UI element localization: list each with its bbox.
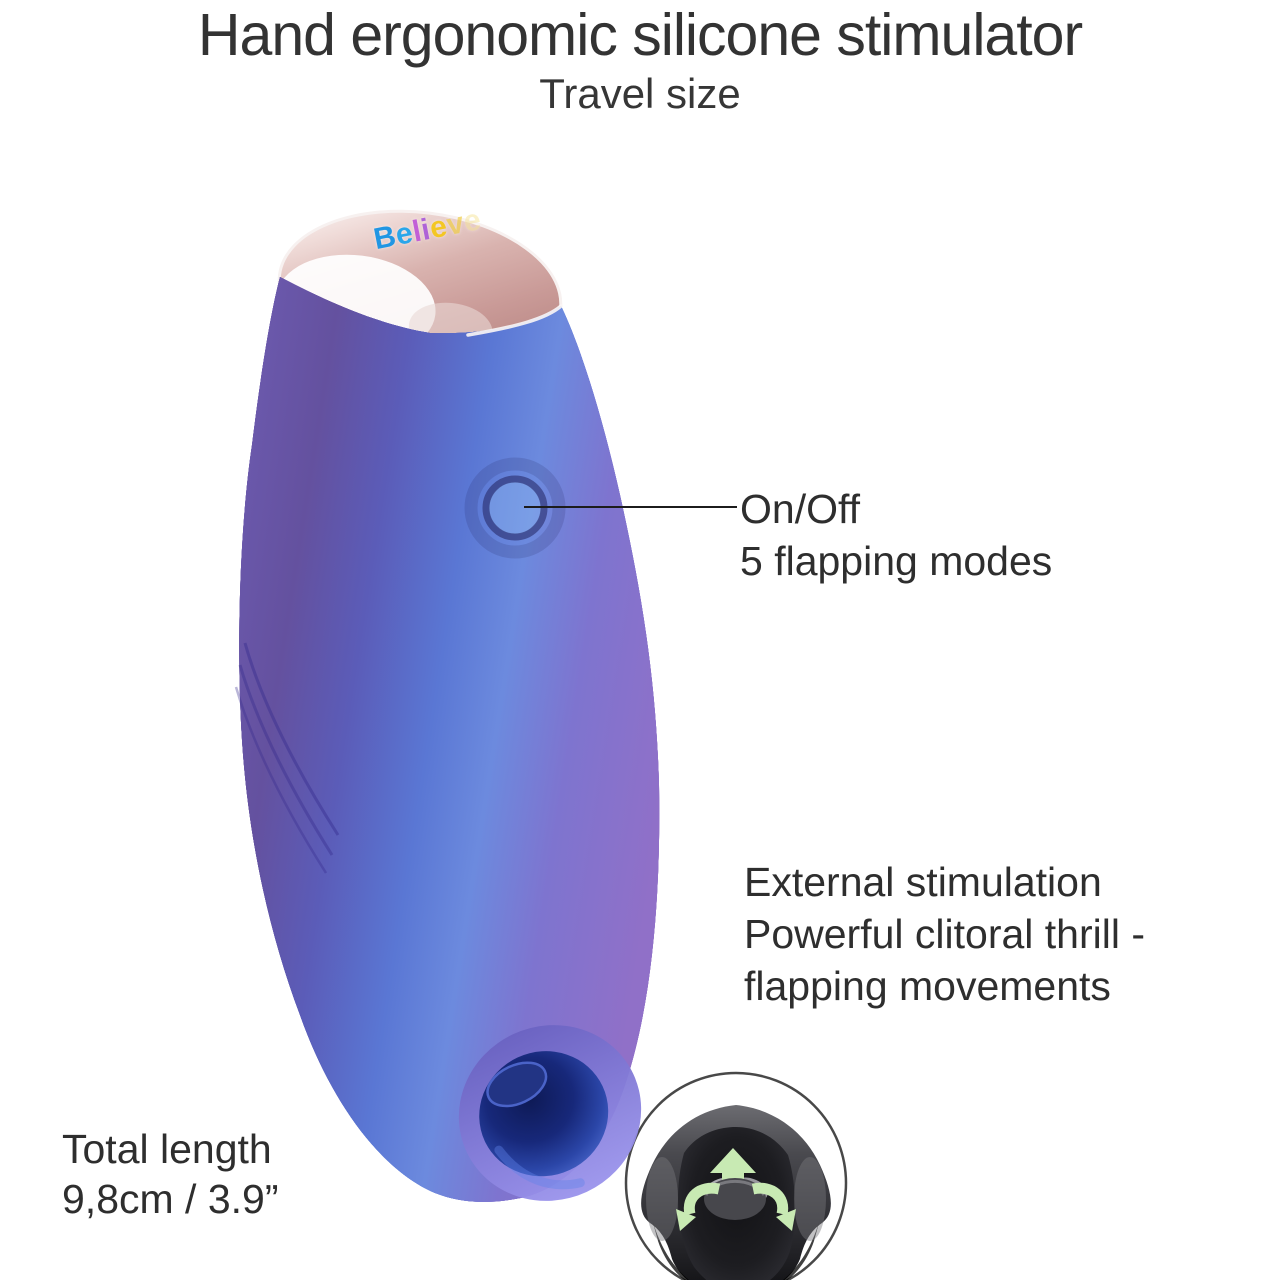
up-arrow-icon <box>710 1148 756 1186</box>
mouth-tongue <box>486 1061 548 1108</box>
inset-tongue-bump <box>704 1178 766 1220</box>
page-subtitle: Travel size <box>539 69 741 117</box>
power-callout-modes: 5 flapping modes <box>740 538 1053 584</box>
length-callout-label: Total length <box>62 1126 272 1172</box>
inset-side-sheen-right <box>794 1157 826 1241</box>
device-illustration <box>234 209 660 1202</box>
power-callout: On/Off 5 flapping modes <box>740 483 1052 587</box>
seam-lines <box>234 642 340 874</box>
flapping-detail-inset <box>624 1071 848 1280</box>
page-title: Hand ergonomic silicone stimulator <box>197 2 1083 68</box>
external-callout-line1: External stimulation <box>744 859 1102 905</box>
length-callout-value: 9,8cm / 3.9” <box>62 1176 279 1222</box>
power-callout-line <box>524 506 737 509</box>
external-callout-line2: Powerful clitoral thrill - <box>744 911 1145 957</box>
device-mouth <box>458 1025 642 1201</box>
power-callout-label: On/Off <box>740 486 861 532</box>
external-stimulation-callout: External stimulation Powerful clitoral t… <box>744 856 1145 1012</box>
cap-rim-highlight <box>466 304 563 337</box>
header: Hand ergonomic silicone stimulator Trave… <box>0 2 1280 115</box>
curl-right-arrow-icon <box>751 1182 796 1231</box>
curl-left-arrow-icon <box>676 1182 721 1231</box>
external-callout-line3: flapping movements <box>744 963 1111 1009</box>
inset-side-sheen-left <box>646 1157 678 1241</box>
total-length-callout: Total length 9,8cm / 3.9” <box>62 1124 278 1224</box>
